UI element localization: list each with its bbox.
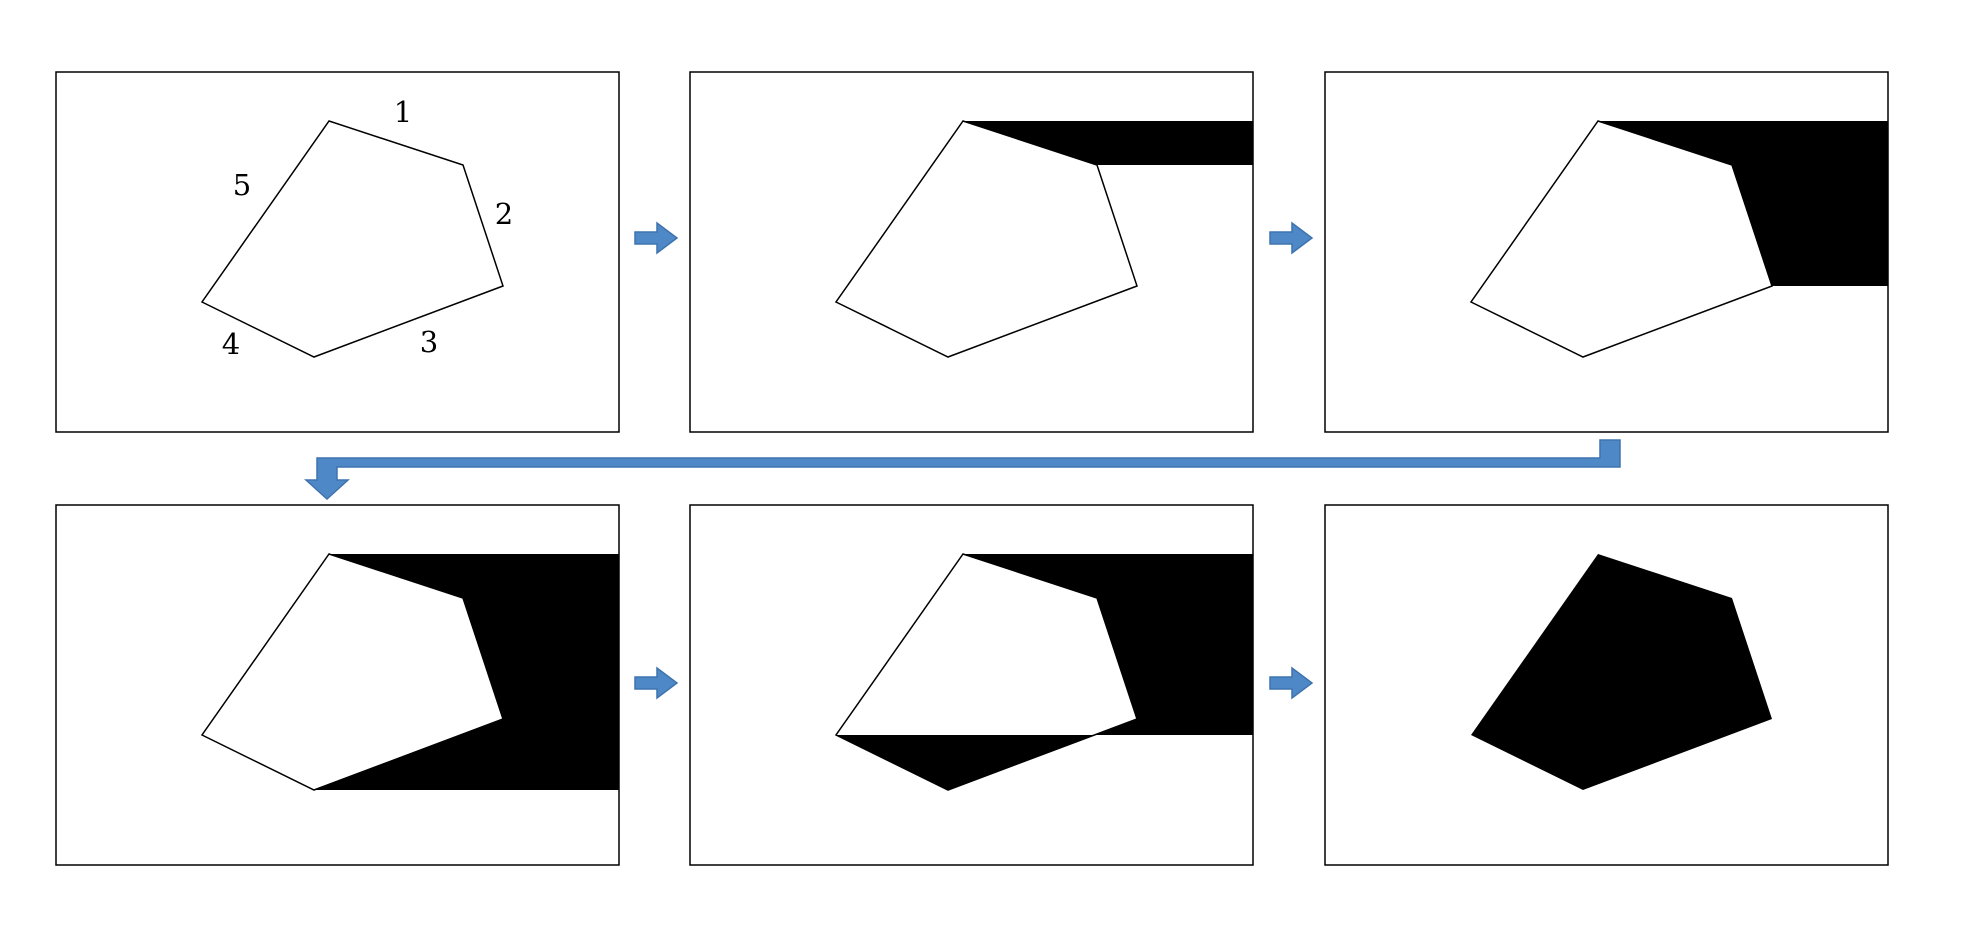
panel-step-2: [689, 71, 1254, 433]
panel-content: [1469, 120, 1888, 358]
right-arrow-icon: [1269, 666, 1314, 700]
panel-step-3: [1324, 71, 1889, 433]
filled-polygon: [1471, 554, 1772, 790]
elbow-down-arrow-icon: [304, 439, 1621, 501]
edge-fill-region: [963, 121, 1253, 165]
edge-fill-region: [1598, 121, 1888, 286]
right-arrow-icon: [1269, 221, 1314, 255]
edge-label-5: 5: [233, 168, 251, 202]
edge-label-2: 2: [495, 197, 513, 231]
polygon-outline: [1469, 120, 1773, 358]
polygon-outline: [834, 120, 1138, 358]
panel-content: [834, 120, 1253, 358]
right-arrow-icon: [634, 666, 679, 700]
panel-frame: [55, 71, 620, 433]
polygon-outline: [834, 553, 1138, 791]
panel-content: [200, 120, 504, 358]
panel-content: [834, 553, 1253, 791]
edge-label-1: 1: [394, 95, 412, 129]
polygon-outline: [200, 120, 504, 358]
panel-step-4: [55, 504, 620, 866]
panel-content: [1471, 554, 1772, 790]
panel-step-1: 1 2 3 4 5: [55, 71, 620, 433]
right-arrow-icon: [634, 221, 679, 255]
edge-fill-region: [314, 554, 619, 790]
edge-label-4: 4: [222, 327, 240, 361]
panel-step-6: [1324, 504, 1889, 866]
polygon-outline: [200, 553, 504, 791]
edge-fill-region: [836, 554, 1253, 790]
edge-label-3: 3: [420, 325, 438, 359]
panel-content: [200, 553, 619, 791]
panel-step-5: [689, 504, 1254, 866]
